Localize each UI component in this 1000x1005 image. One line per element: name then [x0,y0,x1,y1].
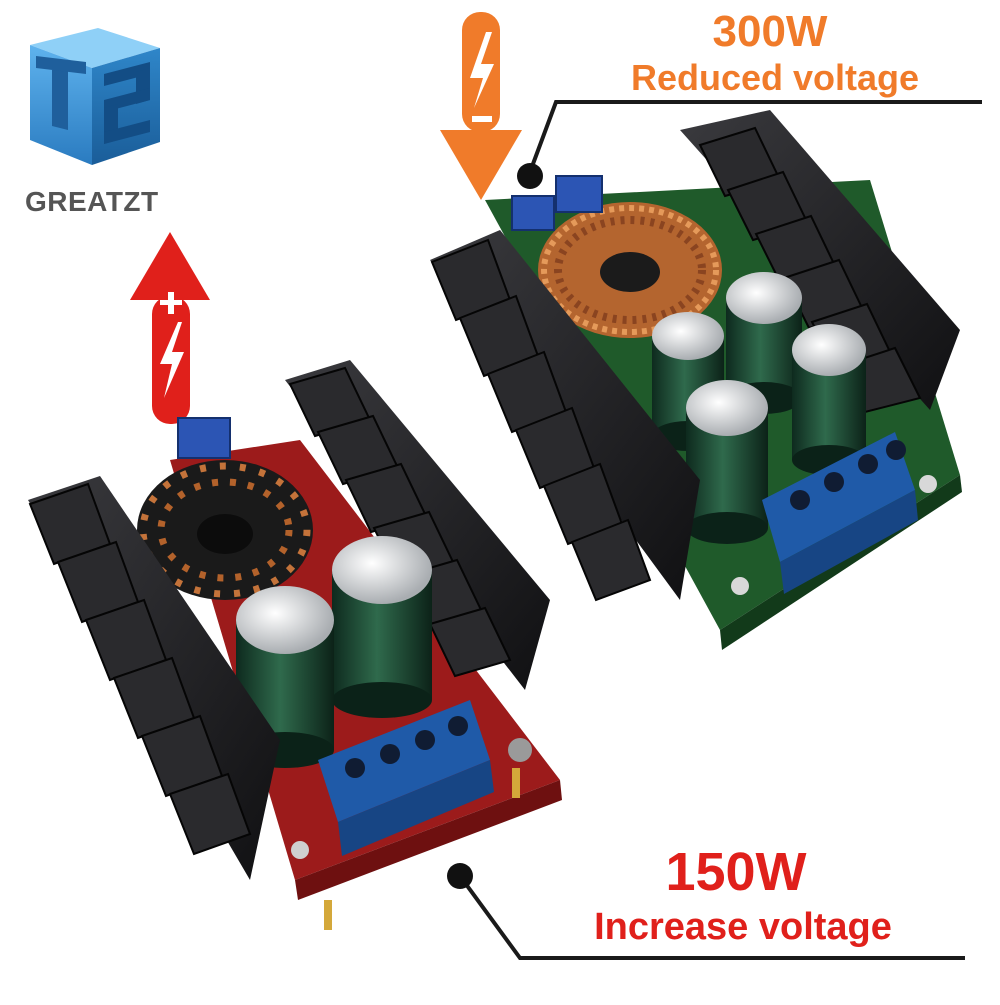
trimmer-pot-3 [177,417,231,459]
power-rating-bottom: 150W [665,842,807,902]
leader-line-bottom [447,863,965,960]
buck-module-300w [430,110,962,650]
power-rating-top: 300W [712,7,828,56]
terminal-block-bottom [318,700,494,856]
mode-label-top: Reduced voltage [630,57,920,98]
heatsink-front-top [430,230,700,602]
toroid-coil-bottom [137,460,313,600]
heatsink-front-bottom [28,476,280,880]
trimmer-pot-2 [555,175,603,213]
t2-cube-logo-icon [30,28,160,165]
capacitor-top-4 [686,380,768,544]
terminal-block-top [762,432,918,594]
heatsink-rear-top [680,110,960,414]
orange-down-arrow-lightning-minus-icon [440,12,522,200]
capacitor-top-3 [792,324,866,475]
mode-label-bottom: Increase voltage [594,906,892,948]
brand-name: GREATZT [25,186,159,217]
boost-module-150w [28,360,562,930]
toroid-coil-top [538,202,722,338]
capacitor-bottom-1 [332,536,432,718]
red-up-arrow-lightning-plus-icon [130,232,210,424]
leader-line-top [517,100,982,189]
capacitor-bottom-2 [236,586,334,768]
trimmer-pot-1 [511,195,555,231]
